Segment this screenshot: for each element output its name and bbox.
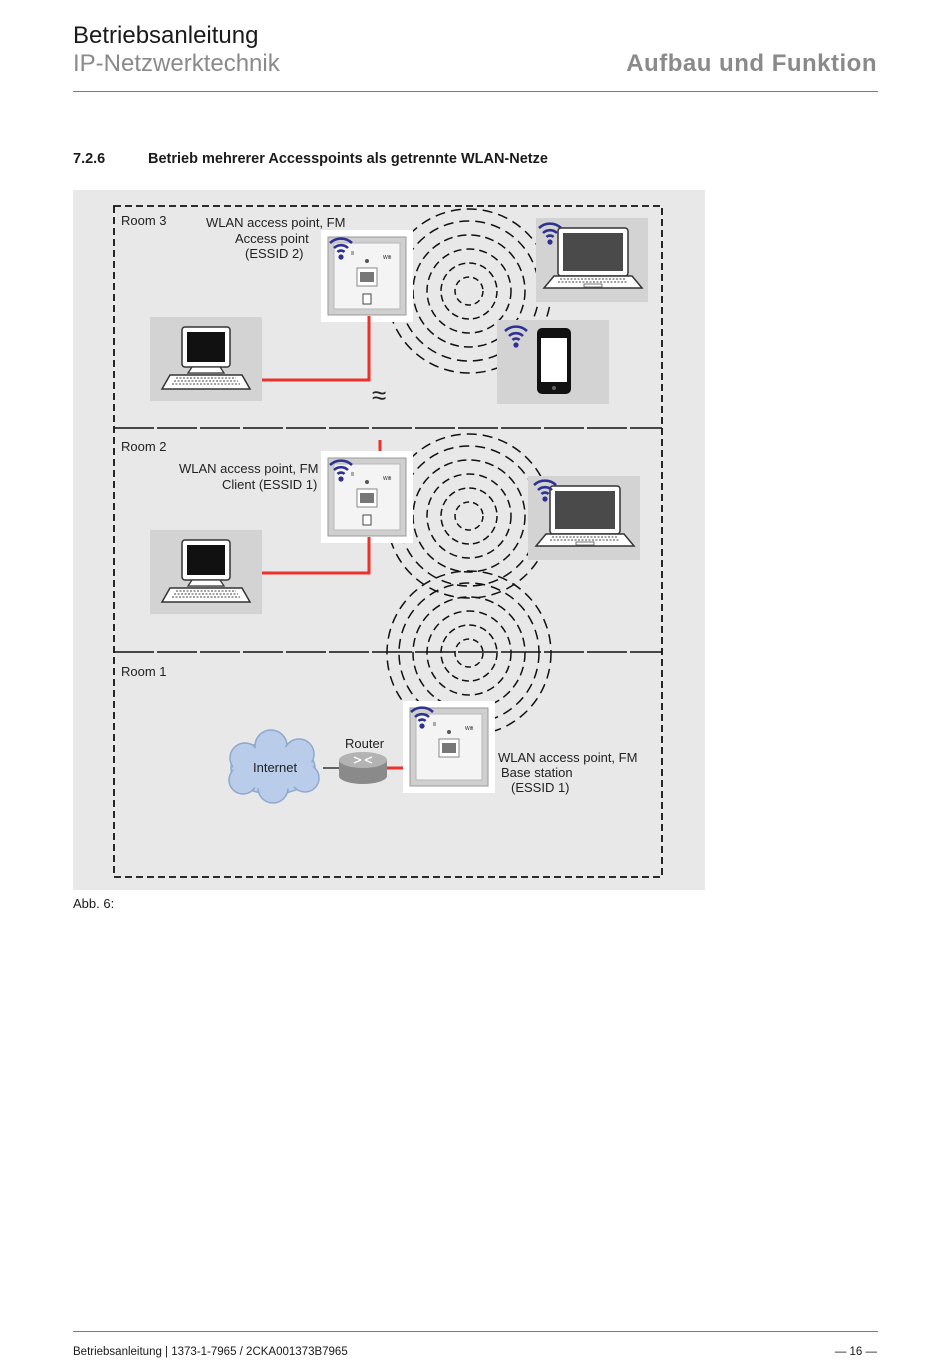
room-1-ap-label-line1: WLAN access point, FM bbox=[498, 750, 637, 765]
figure-caption: Abb. 6: bbox=[73, 896, 115, 911]
header-divider bbox=[73, 91, 878, 92]
room-1-access-point: Wifi bbox=[402, 700, 496, 794]
room-2-laptop bbox=[527, 475, 641, 561]
building-outline bbox=[113, 205, 663, 878]
room-2-ap-label-line2: Client (ESSID 1) bbox=[222, 477, 317, 492]
room-2-access-point: Wifi bbox=[320, 450, 414, 544]
room-2-ap-label-line1: WLAN access point, FM bbox=[179, 461, 318, 476]
room-1-ap-label-line2: Base station bbox=[501, 765, 573, 780]
room-3-label: Room 3 bbox=[121, 213, 167, 228]
room-3-cable bbox=[262, 316, 371, 382]
section-heading: Betrieb mehrerer Accesspoints als getren… bbox=[148, 151, 548, 167]
router-label: Router bbox=[345, 736, 385, 751]
page-number: — 16 — bbox=[834, 1346, 877, 1358]
network-diagram: Room 3 WLAN access point, FM Access poin… bbox=[73, 190, 705, 890]
room-2-cable bbox=[262, 537, 371, 575]
device-brand-label: Wifi bbox=[383, 255, 391, 261]
room-3-desktop-pc bbox=[149, 316, 263, 402]
chapter-title: Aufbau und Funktion bbox=[626, 50, 877, 77]
document-title: Betriebsanleitung bbox=[73, 22, 259, 49]
document-subtitle: IP-Netzwerktechnik bbox=[73, 50, 280, 77]
room-3-access-point: Wifi bbox=[320, 229, 414, 323]
device-brand-label: Wifi bbox=[465, 726, 473, 732]
room-3-ap-label-line1: WLAN access point, FM bbox=[206, 215, 345, 230]
room-3-ap-label-line2: Access point bbox=[235, 231, 309, 246]
footer-divider bbox=[73, 1331, 878, 1332]
room-3-ap-label-line3: (ESSID 2) bbox=[245, 246, 304, 261]
router-icon bbox=[339, 752, 387, 784]
link-break-symbol: ≈ bbox=[372, 380, 386, 410]
device-brand-label: Wifi bbox=[383, 476, 391, 482]
footer-document-id: Betriebsanleitung | 1373-1-7965 / 2CKA00… bbox=[73, 1346, 348, 1358]
room-1-ap-label-line3: (ESSID 1) bbox=[511, 780, 570, 795]
section-number: 7.2.6 bbox=[73, 151, 106, 167]
room-2-label: Room 2 bbox=[121, 439, 167, 454]
room-1-label: Room 1 bbox=[121, 664, 167, 679]
internet-label: Internet bbox=[253, 760, 297, 775]
internet-cloud bbox=[228, 729, 320, 804]
room-2-desktop-pc bbox=[149, 529, 263, 615]
